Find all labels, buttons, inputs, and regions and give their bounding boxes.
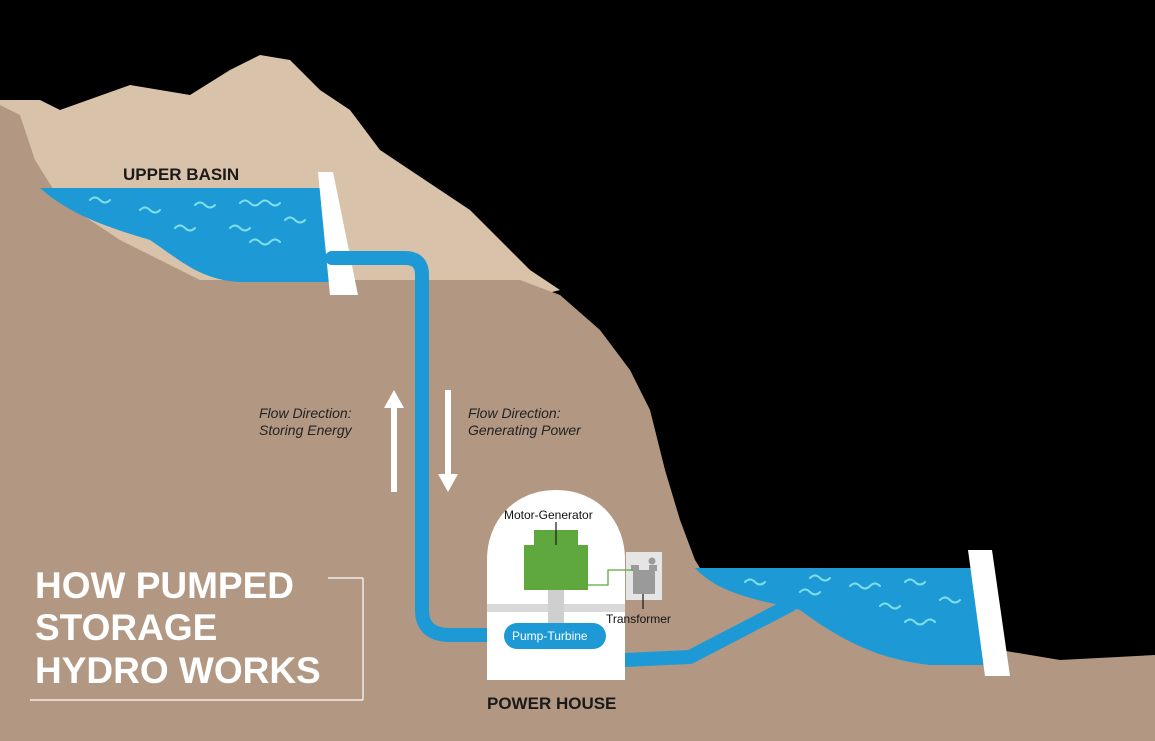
motor-generator-label: Motor-Generator — [504, 508, 593, 522]
transformer-icon — [631, 557, 657, 594]
penstock-pipe — [325, 251, 512, 642]
arrow-up-icon — [384, 390, 404, 492]
turbine-shaft — [548, 586, 564, 626]
flow-storing-label-line1: Flow Direction: — [259, 405, 352, 421]
flow-storing-label-line2: Storing Energy — [259, 422, 353, 438]
upper-basin-water — [40, 188, 330, 282]
lower-basin-waves — [744, 574, 961, 626]
title-line-3: HYDRO WORKS — [35, 650, 321, 691]
power-house-label: POWER HOUSE — [487, 694, 616, 713]
transformer-label: Transformer — [606, 612, 671, 626]
lower-basin-water — [695, 568, 985, 665]
mountain-light — [0, 55, 560, 300]
pump-turbine-body — [504, 623, 606, 649]
flow-generating-label-line1: Flow Direction: — [468, 405, 561, 421]
title-line-1: HOW PUMPED — [35, 565, 294, 606]
arrow-down-icon — [438, 390, 458, 492]
pump-turbine-label: Pump-Turbine — [512, 629, 588, 643]
upper-basin-waves — [89, 196, 306, 246]
motor-generator-block — [524, 530, 588, 590]
transformer-wire — [588, 569, 633, 586]
flow-generating-label-line2: Generating Power — [468, 422, 582, 438]
title-line-2: STORAGE — [35, 607, 217, 648]
lower-dam — [968, 550, 1010, 676]
title-frame — [30, 577, 364, 701]
upper-basin-label: UPPER BASIN — [123, 165, 239, 184]
